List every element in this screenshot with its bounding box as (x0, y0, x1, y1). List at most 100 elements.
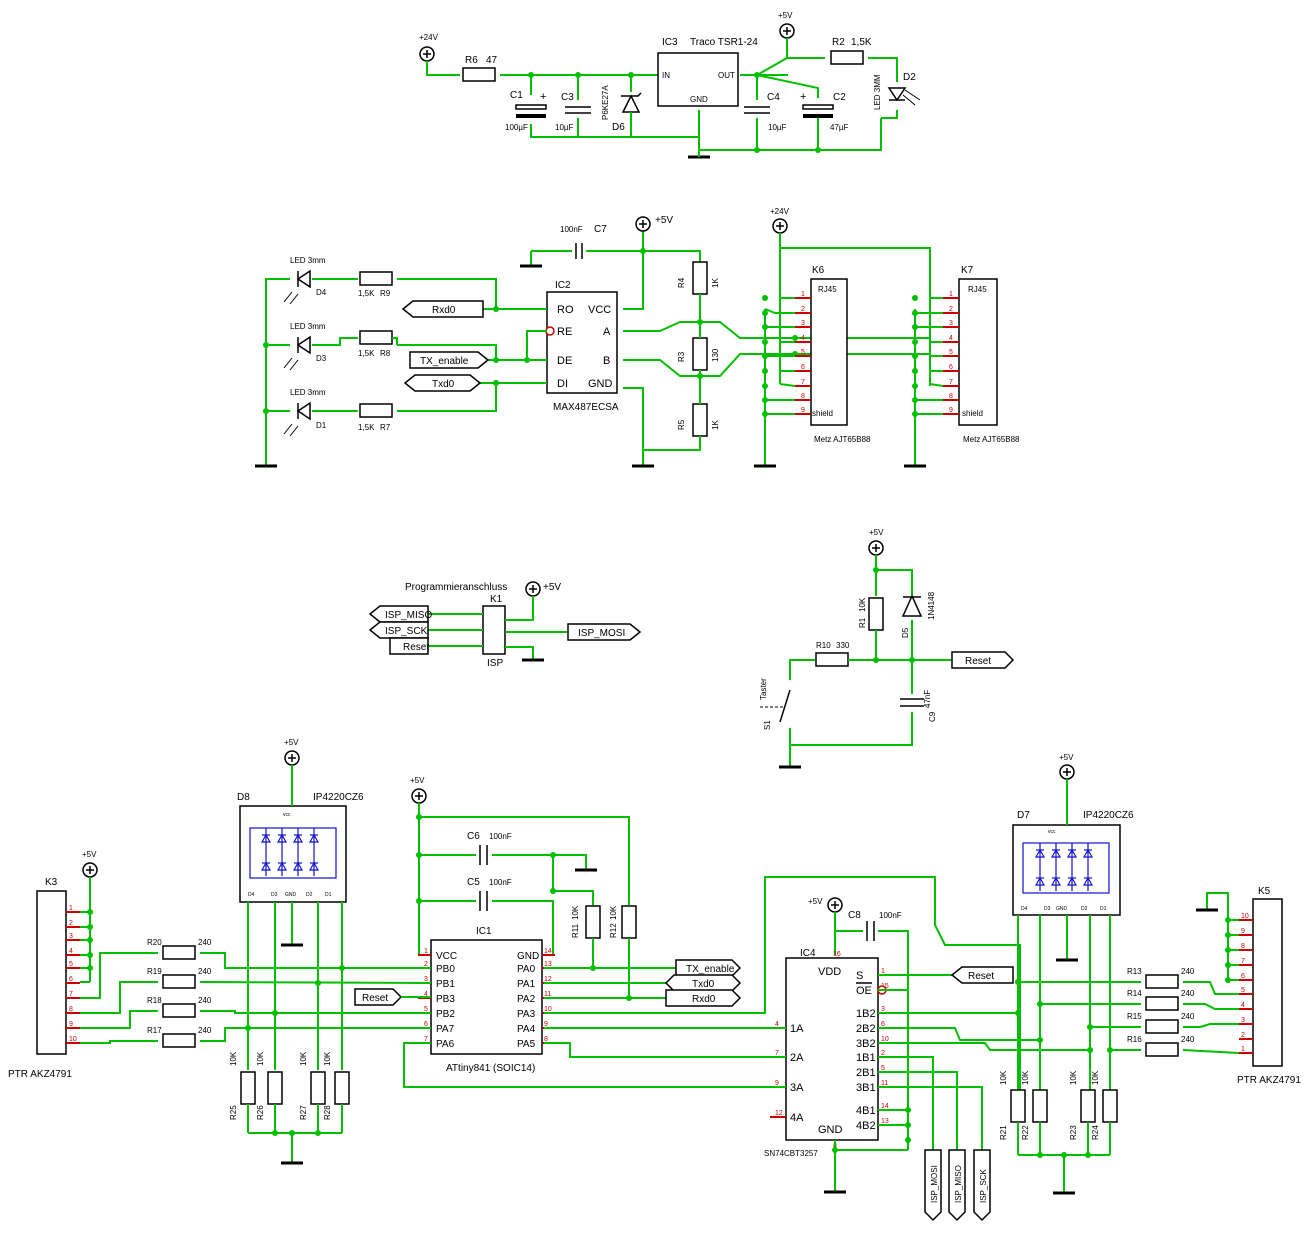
ic4-body (785, 957, 879, 1141)
svg-text:1: 1 (1241, 1046, 1245, 1053)
svg-text:16: 16 (833, 951, 841, 958)
rxd0-tag-ic1 (665, 989, 742, 1007)
svg-text:shield: shield (962, 409, 983, 418)
svg-text:R15: R15 (1127, 1012, 1142, 1021)
svg-text:1,5K: 1,5K (851, 37, 872, 48)
svg-text:6: 6 (424, 1021, 428, 1028)
svg-text:VCC: VCC (436, 951, 457, 962)
svg-text:11: 11 (881, 1080, 888, 1087)
svg-text:1,5K: 1,5K (358, 289, 375, 298)
k5-body (1252, 898, 1283, 1067)
svg-text:2: 2 (69, 920, 73, 927)
svg-text:10K: 10K (1091, 1070, 1100, 1085)
svg-text:vcc: vcc (283, 812, 291, 818)
isp-miso-tag-ic4 (948, 1149, 966, 1222)
svg-text:IC4: IC4 (800, 948, 816, 959)
svg-text:PA6: PA6 (436, 1039, 455, 1050)
svg-text:R24: R24 (1091, 1125, 1100, 1140)
k1-body (482, 605, 506, 655)
svg-text:ATtiny841 (SOIC14): ATtiny841 (SOIC14) (446, 1063, 535, 1074)
svg-text:Metz AJT65B88: Metz AJT65B88 (814, 435, 871, 444)
svg-text:C5: C5 (467, 877, 480, 888)
isp-mosi-tag (567, 623, 642, 641)
svg-text:K7: K7 (961, 265, 974, 276)
svg-text:7: 7 (69, 991, 73, 998)
isp-connector: Programmieranschluss K1 ISP +5V ISP_MISO… (368, 581, 642, 669)
svg-text:R8: R8 (380, 349, 391, 358)
d6-value: P6KE27A (601, 85, 610, 120)
svg-text:R28: R28 (323, 1105, 332, 1120)
isp-reset-tag (389, 637, 429, 655)
svg-text:5: 5 (424, 1006, 428, 1013)
svg-text:GND: GND (818, 1124, 843, 1136)
svg-text:+: + (800, 91, 806, 103)
svg-text:R2: R2 (832, 37, 845, 48)
svg-text:10K: 10K (1069, 1070, 1078, 1085)
svg-text:1: 1 (801, 291, 805, 298)
ic3-value: Traco TSR1-24 (690, 37, 758, 48)
svg-text:1B2: 1B2 (856, 1008, 876, 1020)
svg-text:5: 5 (949, 349, 953, 356)
svg-text:5: 5 (69, 961, 73, 968)
c2-label: C2 (833, 92, 846, 103)
svg-text:TX_enable: TX_enable (686, 964, 735, 975)
led-d1: LED 3mm D1 (283, 388, 327, 437)
svg-text:10: 10 (544, 1006, 552, 1013)
svg-text:9: 9 (801, 407, 805, 414)
svg-text:10K: 10K (1021, 1070, 1030, 1085)
svg-text:2: 2 (1241, 1032, 1245, 1039)
svg-text:K1: K1 (490, 594, 503, 605)
svg-text:2: 2 (801, 306, 805, 313)
svg-text:IP4220CZ6: IP4220CZ6 (313, 792, 364, 803)
svg-text:+5V: +5V (778, 11, 793, 20)
svg-text:GND: GND (690, 95, 708, 104)
svg-text:Reset: Reset (362, 993, 388, 1004)
svg-text:PB3: PB3 (436, 994, 455, 1005)
svg-text:Taster: Taster (759, 678, 768, 700)
svg-text:5: 5 (1241, 987, 1245, 994)
svg-text:3B2: 3B2 (856, 1038, 876, 1050)
svg-text:240: 240 (198, 938, 212, 947)
svg-text:1: 1 (949, 291, 953, 298)
svg-text:PA7: PA7 (436, 1024, 455, 1035)
svg-text:PTR AKZ4791: PTR AKZ4791 (1237, 1075, 1301, 1086)
isp-mosi-tag-ic4 (924, 1149, 942, 1222)
svg-text:ISP_MISO: ISP_MISO (385, 610, 432, 621)
svg-text:100nF: 100nF (489, 878, 512, 887)
c1-body (515, 104, 547, 110)
svg-text:1: 1 (69, 905, 73, 912)
svg-text:1: 1 (424, 948, 428, 955)
svg-text:RJ45: RJ45 (968, 285, 987, 294)
svg-text:D2: D2 (1081, 906, 1088, 912)
svg-text:10K: 10K (999, 1070, 1008, 1085)
svg-text:LED 3mm: LED 3mm (290, 256, 326, 265)
svg-text:9: 9 (949, 407, 953, 414)
svg-text:PA4: PA4 (517, 1024, 536, 1035)
svg-text:14: 14 (544, 948, 552, 955)
svg-text:R16: R16 (1127, 1035, 1142, 1044)
svg-text:D1: D1 (325, 892, 332, 898)
svg-text:4: 4 (69, 948, 73, 955)
svg-text:3: 3 (1241, 1017, 1245, 1024)
svg-text:D7: D7 (1017, 810, 1030, 821)
svg-text:LED 3mm: LED 3mm (290, 322, 326, 331)
svg-text:3B1: 3B1 (856, 1082, 876, 1094)
svg-text:DI: DI (557, 378, 568, 390)
svg-text:7: 7 (424, 1036, 428, 1043)
svg-text:Rxd0: Rxd0 (432, 305, 456, 316)
svg-text:GND: GND (588, 378, 613, 390)
svg-text:B: B (603, 355, 610, 367)
svg-text:R1: R1 (858, 617, 867, 628)
svg-text:R13: R13 (1127, 967, 1142, 976)
svg-text:13: 13 (881, 1118, 889, 1125)
svg-text:ISP: ISP (487, 658, 503, 669)
svg-text:OUT: OUT (718, 71, 735, 80)
svg-text:Txd0: Txd0 (692, 979, 715, 990)
svg-text:14: 14 (881, 1103, 889, 1110)
svg-text:1A: 1A (790, 1023, 804, 1035)
svg-text:240: 240 (1181, 967, 1195, 976)
svg-text:+5V: +5V (808, 897, 823, 906)
svg-text:6: 6 (1241, 973, 1245, 980)
txd0-tag-ic2 (403, 374, 482, 392)
svg-text:11: 11 (544, 991, 551, 998)
